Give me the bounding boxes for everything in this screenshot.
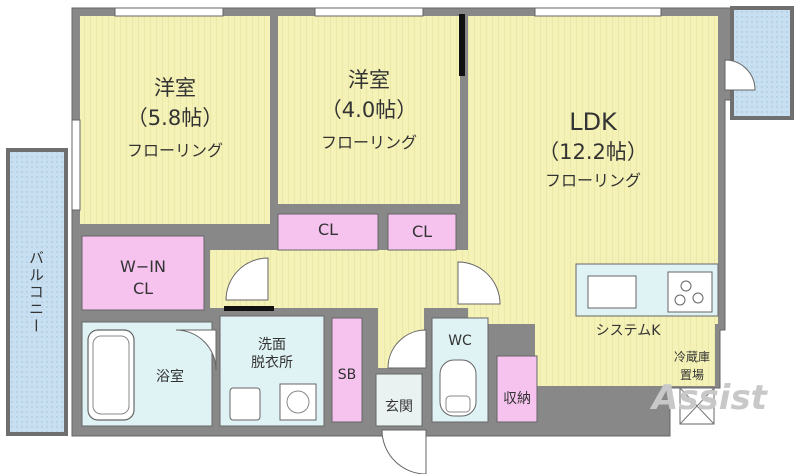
sliding-door bbox=[71, 119, 81, 211]
door-swing bbox=[225, 257, 269, 301]
ldk-floor: フローリング bbox=[544, 171, 641, 190]
western-room-1-name: 洋室 bbox=[154, 76, 196, 100]
western-room-1-size: （5.8帖） bbox=[126, 106, 224, 130]
door-swing bbox=[724, 59, 756, 91]
sb-label: SB bbox=[337, 367, 357, 383]
closet-b-area bbox=[387, 213, 457, 251]
ldk-bottom bbox=[535, 324, 715, 386]
entrance-area bbox=[375, 373, 423, 427]
window bbox=[314, 7, 424, 17]
door-swing bbox=[381, 429, 427, 474]
closet-a-label: CL bbox=[317, 220, 339, 239]
wc-label: WC bbox=[448, 333, 472, 349]
bathtub-icon bbox=[87, 329, 135, 421]
washbasin-icon bbox=[229, 387, 261, 421]
washroom-line1: 洗面 bbox=[258, 337, 286, 353]
window bbox=[534, 7, 662, 17]
western-room-2 bbox=[278, 16, 460, 204]
entrance-label: 玄関 bbox=[385, 399, 413, 415]
door-swing bbox=[175, 329, 217, 371]
closet-b-label: CL bbox=[411, 222, 433, 241]
fridge-line1: 冷蔵庫 bbox=[673, 350, 710, 364]
western-room-2-size: （4.0帖） bbox=[320, 98, 418, 122]
walk-in-closet-line1: W−IN bbox=[120, 257, 166, 276]
ldk-room bbox=[468, 16, 718, 254]
dark-pillar bbox=[459, 14, 465, 76]
washer-icon bbox=[279, 383, 317, 421]
balcony-left bbox=[6, 148, 68, 436]
western-room-1 bbox=[80, 16, 270, 224]
door-swing bbox=[387, 329, 427, 369]
kitchen-label: システムK bbox=[595, 323, 661, 339]
washroom-line2: 脱衣所 bbox=[251, 355, 293, 371]
fridge-line2: 置場 bbox=[679, 368, 704, 382]
window bbox=[114, 7, 224, 17]
stove-icon bbox=[667, 271, 713, 313]
balcony-label: バルコニー bbox=[27, 250, 45, 335]
sink-icon bbox=[587, 275, 637, 309]
storage-area bbox=[496, 355, 538, 423]
western-room-2-floor: フローリング bbox=[320, 133, 417, 152]
western-room-2-name: 洋室 bbox=[348, 68, 390, 92]
storage-label: 収納 bbox=[503, 391, 531, 407]
door-swing bbox=[457, 261, 501, 305]
ldk-size: （12.2帖） bbox=[538, 140, 648, 164]
bath-label: 浴室 bbox=[156, 369, 184, 385]
western-room-1-floor: フローリング bbox=[126, 141, 223, 160]
closet-a-area bbox=[277, 213, 379, 251]
ldk-name: LDK bbox=[569, 108, 617, 136]
sb-area bbox=[331, 317, 363, 423]
watermark: Assist bbox=[652, 378, 767, 418]
walk-in-closet-line2: CL bbox=[132, 279, 154, 298]
balcony-right bbox=[730, 6, 794, 120]
dark-pillar bbox=[224, 306, 274, 311]
walk-in-closet-area bbox=[81, 235, 205, 311]
